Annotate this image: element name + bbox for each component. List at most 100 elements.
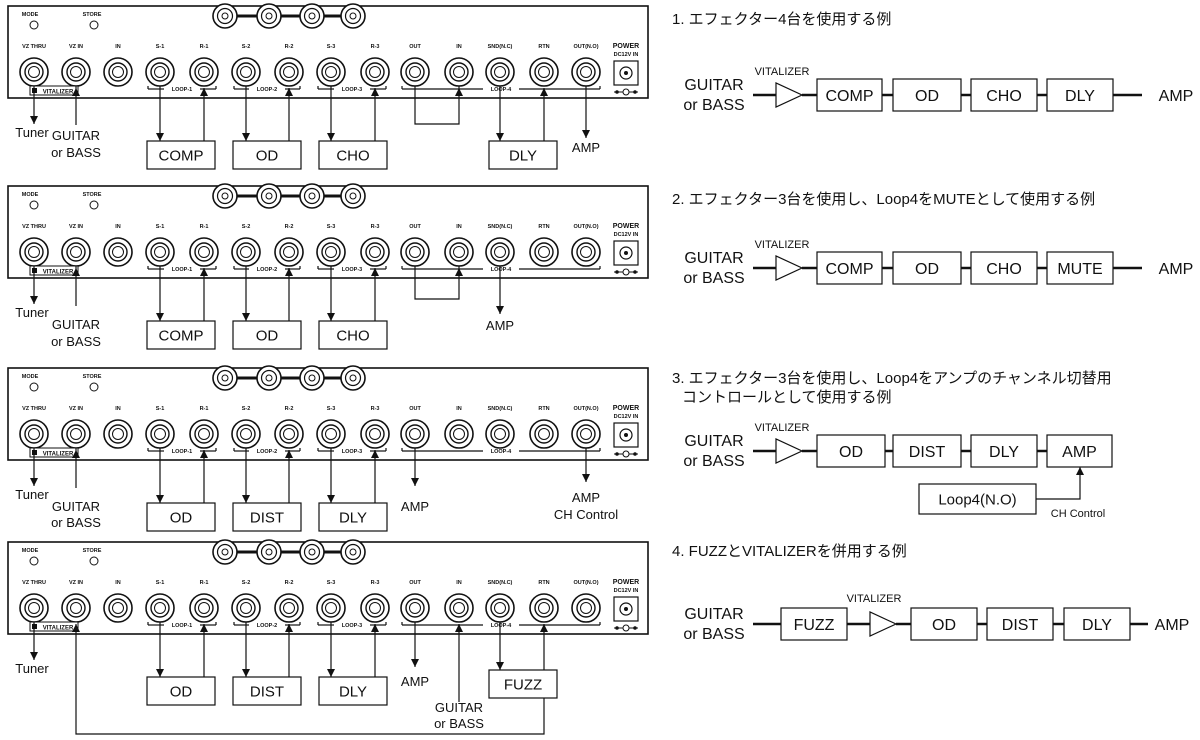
effect-box-frame (146, 140, 216, 170)
chain-box-frame (910, 607, 978, 641)
chain-box-frame (1046, 251, 1114, 285)
effect-box-frame (146, 502, 216, 532)
out-in-arrow (455, 88, 463, 96)
switch-knob-center (308, 374, 316, 382)
chain-input-label: GUITAR (684, 77, 743, 94)
example-heading: 4. FUZZとVITALIZERを併用する例 (672, 543, 907, 560)
effect-box-label: DIST (250, 509, 284, 526)
jack-label: R-3 (371, 406, 380, 412)
loop-label: LOOP-2 (257, 87, 277, 93)
jack-label: R-1 (200, 580, 209, 586)
effect-box-frame (488, 140, 558, 170)
guitar-label: GUITAR (52, 499, 100, 514)
jack-label: R-2 (285, 224, 294, 230)
chain-box-frame (1046, 434, 1113, 468)
jack-hole (369, 66, 381, 78)
chain-box-label: COMP (826, 88, 874, 105)
jack-label: OUT (409, 224, 421, 230)
guitar-label: or BASS (51, 145, 101, 160)
dc-jack-pin (624, 433, 628, 437)
send-arrow (327, 669, 335, 677)
jack-hole (240, 428, 252, 440)
jack-hole (325, 602, 337, 614)
jack-hole (494, 246, 506, 258)
effect-box-frame (146, 320, 216, 350)
chain-input-label: or BASS (683, 97, 744, 114)
guitar-label: or BASS (434, 716, 484, 731)
vitalizer-label: VITALIZER (847, 593, 902, 605)
loop-label: LOOP-1 (172, 87, 192, 93)
jack-label: OUT (409, 44, 421, 50)
dc-label: DC12V IN (614, 588, 639, 594)
chain-box-label: COMP (826, 261, 874, 278)
amp-label: AMP (486, 318, 514, 333)
jack-hole (154, 428, 166, 440)
tuner-label: Tuner (15, 125, 49, 140)
guitar-arrow (455, 624, 463, 632)
loop-label: LOOP-2 (257, 623, 277, 629)
return-arrow (371, 624, 379, 632)
chain-box-label: FUZZ (794, 617, 835, 634)
chain-input-label: or BASS (683, 626, 744, 643)
polarity-symbol (633, 452, 637, 456)
polarity-symbol (615, 452, 619, 456)
vitalizer-badge-label: VITALIZER (43, 452, 74, 458)
vitalizer-badge-frame (29, 621, 79, 632)
amp-label: AMP (401, 674, 429, 689)
vitalizer-triangle (775, 255, 804, 281)
effect-box-label: OD (256, 147, 279, 164)
vitalizer-badge-frame (29, 85, 79, 96)
chain-box-frame (970, 78, 1038, 112)
effect-box-frame (318, 676, 388, 706)
jack-hole (369, 602, 381, 614)
loop4-box-label: Loop4(N.O) (938, 491, 1016, 508)
return-arrow (285, 450, 293, 458)
jack-label: S-1 (156, 406, 165, 412)
send-arrow (242, 669, 250, 677)
vitalizer-label: VITALIZER (755, 239, 810, 251)
chain-box-frame (1046, 78, 1114, 112)
effect-box-label: DLY (339, 509, 367, 526)
jack-label: R-1 (200, 44, 209, 50)
jack-label: R-1 (200, 406, 209, 412)
effect-box-frame (488, 669, 558, 699)
jack-label: VZ IN (69, 44, 83, 50)
tuner-arrow (30, 652, 38, 660)
tuner-arrow (30, 116, 38, 124)
jack-label: IN (456, 224, 462, 230)
loop-label: LOOP-2 (257, 449, 277, 455)
jack-label: R-3 (371, 44, 380, 50)
jack-label: OUT(N.O) (573, 44, 598, 50)
vitalizer-badge-frame (29, 447, 79, 458)
effect-box-label: CHO (336, 147, 369, 164)
tuner-arrow (30, 296, 38, 304)
chain-box-label: OD (915, 88, 939, 105)
jack-hole (112, 602, 124, 614)
jack-label: OUT (409, 406, 421, 412)
polarity-symbol (633, 626, 637, 630)
return-arrow (200, 624, 208, 632)
switch-knob-center (265, 374, 273, 382)
chain-box-frame (780, 607, 848, 641)
send-arrow (156, 313, 164, 321)
vz-in-arrow (72, 624, 80, 632)
return-arrow (200, 268, 208, 276)
effect-box-label: COMP (159, 327, 204, 344)
jack-hole (198, 66, 210, 78)
jack-label: OUT(N.O) (573, 406, 598, 412)
jack-label: OUT (409, 580, 421, 586)
jack-hole (70, 602, 82, 614)
vitalizer-triangle (869, 611, 898, 637)
fuzz-to-vz-cable (75, 624, 545, 735)
return-arrow (285, 624, 293, 632)
power-label: POWER (613, 405, 639, 412)
jack-hole (453, 246, 465, 258)
return-arrow (285, 88, 293, 96)
power-label: POWER (613, 579, 639, 586)
effect-box-label: COMP (159, 147, 204, 164)
chain-box-label: OD (932, 617, 956, 634)
chain-input-label: GUITAR (684, 606, 743, 623)
guitar-label: or BASS (51, 334, 101, 349)
loop-label: LOOP-3 (342, 87, 362, 93)
